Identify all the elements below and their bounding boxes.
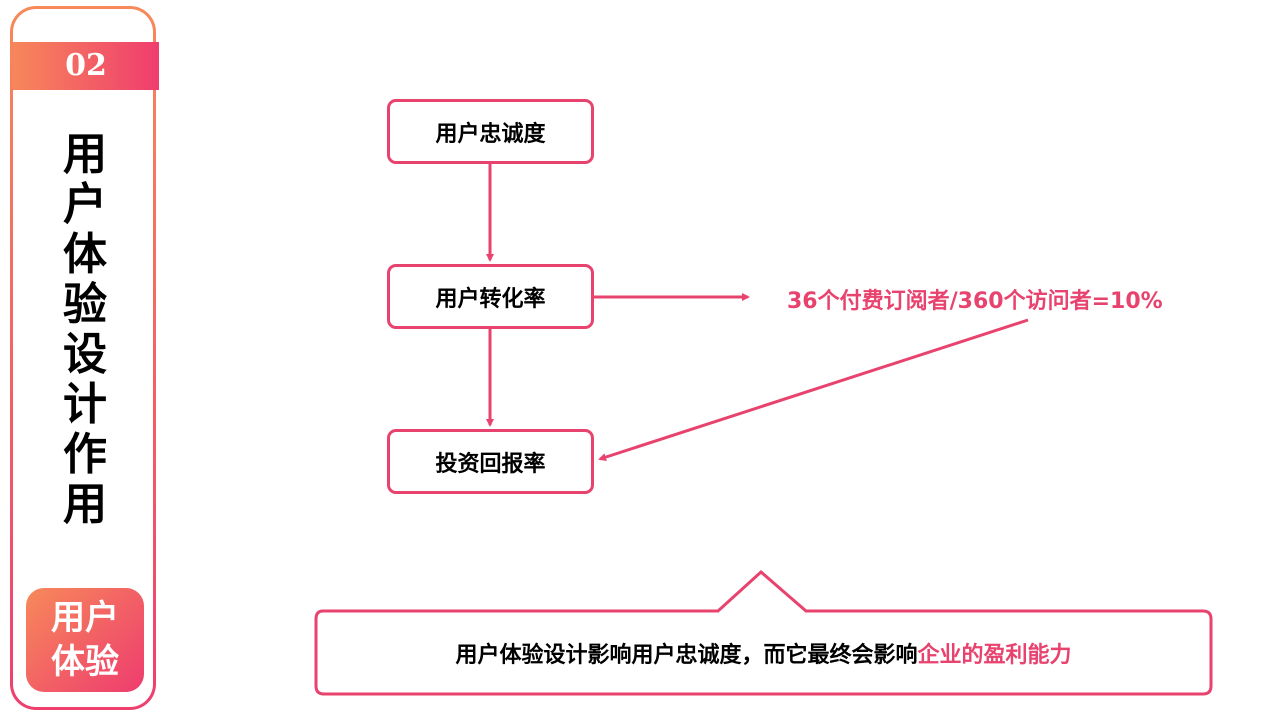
section-number: 02 xyxy=(13,42,159,90)
arrow-formula-to-roi xyxy=(598,318,1029,461)
box-conversion-rate: 用户转化率 xyxy=(387,264,594,329)
title-char: 用 xyxy=(63,479,107,530)
title-char: 计 xyxy=(63,379,107,430)
box-user-loyalty: 用户忠诚度 xyxy=(387,99,594,164)
conversion-formula: 36个付费订阅者/360个访问者=10% xyxy=(787,289,1163,314)
badge-line: 体验 xyxy=(51,642,119,682)
topic-badge: 用户 体验 xyxy=(26,588,144,692)
callout-highlight: 企业的盈利能力 xyxy=(917,642,1072,668)
callout-main: 用户体验设计影响用户忠诚度，而它最终会影响 xyxy=(455,642,918,668)
title-char: 户 xyxy=(63,179,107,230)
title-char: 设 xyxy=(63,329,107,380)
title-char: 验 xyxy=(63,279,107,330)
title-char: 体 xyxy=(63,229,107,280)
title-char: 用 xyxy=(63,129,107,180)
title-char: 作 xyxy=(63,429,107,480)
box-roi: 投资回报率 xyxy=(387,429,594,494)
callout-bubble xyxy=(314,569,1213,696)
badge-line: 用户 xyxy=(51,598,119,638)
callout-text: 用户体验设计影响用户忠诚度，而它最终会影响企业的盈利能力 xyxy=(316,611,1211,694)
section-title: 用 户 体 验 设 计 作 用 xyxy=(58,130,112,530)
